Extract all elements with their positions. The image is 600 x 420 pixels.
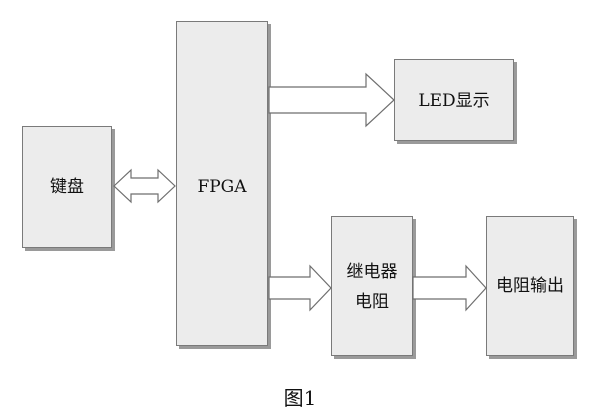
fpga-to-relay-arrow	[268, 264, 332, 312]
resistor-output-block	[486, 216, 574, 356]
keyboard-fpga-bidirectional-arrow	[113, 168, 176, 204]
keyboard-block	[22, 126, 112, 248]
resistor-output-label: 电阻输出	[496, 276, 564, 296]
keyboard-label: 键盘	[50, 177, 84, 197]
fpga-block	[176, 21, 268, 346]
relay-to-output-arrow	[412, 264, 487, 312]
led-display-label: LED显示	[418, 91, 490, 111]
relay-resistor-label-line1: 继电器	[346, 262, 398, 282]
figure-caption: 图1	[283, 386, 317, 410]
relay-resistor-label-line2: 电阻	[355, 292, 389, 312]
led-display-block	[394, 59, 514, 141]
fpga-label: FPGA	[197, 177, 247, 197]
fpga-to-led-arrow	[268, 72, 395, 128]
